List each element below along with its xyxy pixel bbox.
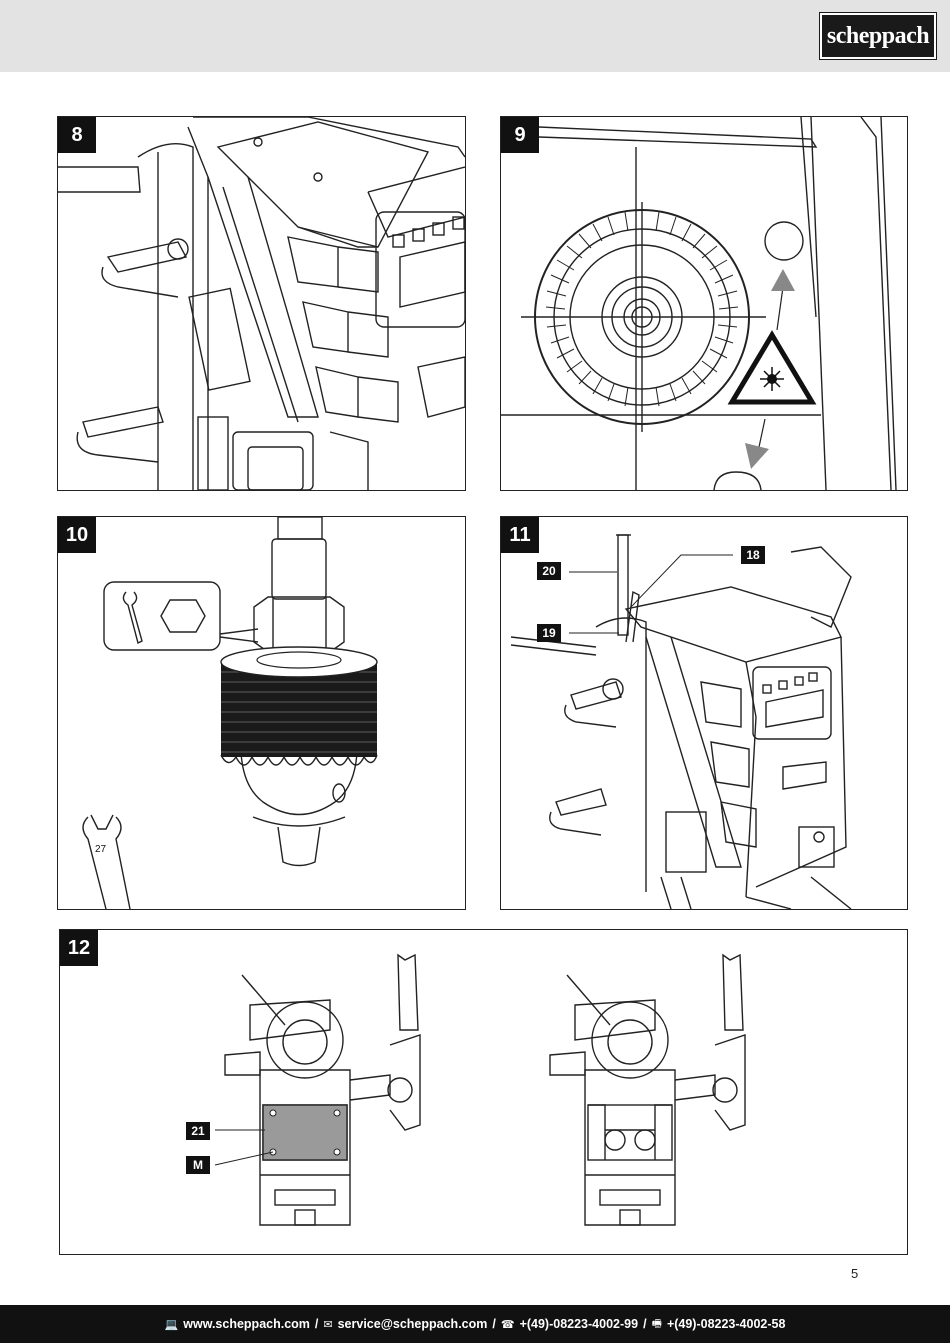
figure-number: 9	[501, 117, 539, 153]
callout-m: M	[186, 1156, 210, 1174]
footer-phone: +(49)-08223-4002-99	[519, 1317, 639, 1331]
footer-separator: /	[314, 1317, 319, 1331]
figure-9-drawing	[501, 117, 897, 490]
figure-9-panel: 9	[500, 116, 908, 491]
brand-logo: scheppach	[819, 12, 937, 60]
footer-fax: +(49)-08223-4002-58	[666, 1317, 786, 1331]
callout-20: 20	[537, 562, 561, 580]
figure-12-panel: 12	[59, 929, 908, 1255]
figure-8-drawing	[58, 117, 465, 490]
footer-separator: /	[643, 1317, 647, 1331]
figure-number: 12	[60, 930, 98, 966]
figure-10-drawing: 27	[82, 517, 378, 909]
figure-11-drawing	[510, 534, 852, 909]
footer-email[interactable]: service@scheppach.com	[337, 1317, 488, 1331]
figure-8-panel: 8	[57, 116, 466, 491]
telephone-icon: ☎	[500, 1318, 515, 1331]
callout-18: 18	[741, 546, 765, 564]
monitor-icon: 💻	[164, 1318, 179, 1331]
fax-icon: 🖷	[651, 1317, 662, 1330]
figure-number: 8	[58, 117, 96, 153]
figure-number: 10	[58, 517, 96, 553]
footer-bar: 💻 www.scheppach.com / ✉ service@scheppac…	[0, 1305, 950, 1343]
callout-21: 21	[186, 1122, 210, 1140]
figure-11-panel: 11	[500, 516, 908, 910]
footer-website[interactable]: www.scheppach.com	[183, 1317, 310, 1331]
header-bar: scheppach	[0, 0, 950, 72]
figure-12-drawing	[214, 953, 746, 1226]
wrench-size-label: 27	[95, 844, 107, 855]
envelope-icon: ✉	[323, 1318, 333, 1331]
figure-10-panel: 10	[57, 516, 466, 910]
page-number: 5	[851, 1266, 859, 1281]
callout-19: 19	[537, 624, 561, 642]
footer-separator: /	[492, 1317, 496, 1331]
figure-number: 11	[501, 517, 539, 553]
